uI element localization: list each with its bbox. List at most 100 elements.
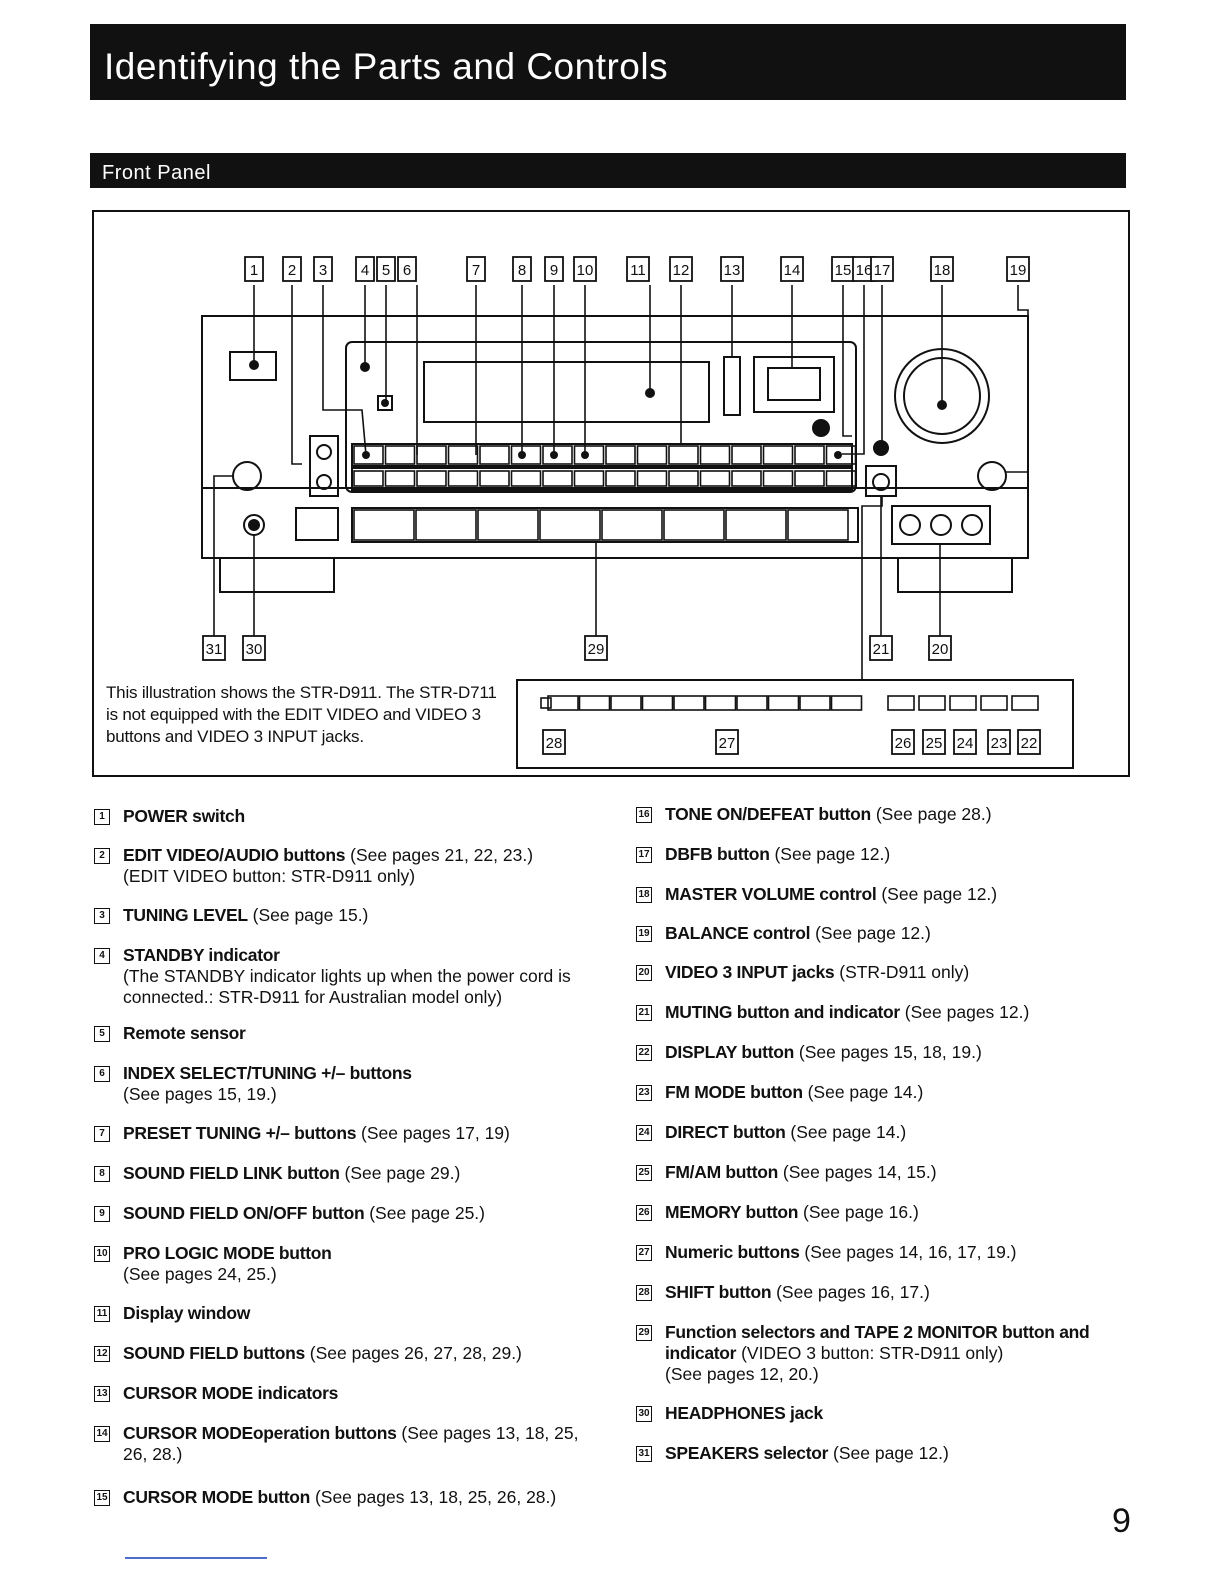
part-number-2: 2: [94, 848, 110, 864]
part-number-7: 7: [94, 1126, 110, 1142]
part-number-28: 28: [636, 1285, 652, 1301]
part-label: Numeric buttons: [665, 1242, 800, 1262]
svg-text:25: 25: [926, 735, 943, 752]
section-title: Front Panel: [102, 162, 211, 184]
part-note: (See pages 24, 25.): [123, 1264, 277, 1284]
callout-28: 28: [542, 729, 566, 755]
callout-8: 8: [512, 256, 532, 282]
part-reference: (See page 14.): [802, 1082, 924, 1102]
part-number-12: 12: [94, 1346, 110, 1362]
page-title-bar: Identifying the Parts and Controls: [90, 24, 1126, 100]
svg-text:26: 26: [895, 735, 912, 752]
part-label: PRO LOGIC MODE button: [123, 1243, 332, 1263]
part-number-9: 9: [94, 1206, 110, 1222]
svg-text:6: 6: [403, 262, 411, 279]
part-number-31: 31: [636, 1446, 652, 1462]
callout-11: 11: [626, 256, 650, 282]
callout-25: 25: [922, 729, 946, 755]
svg-text:4: 4: [361, 262, 369, 279]
part-reference: (See page 16.): [798, 1202, 919, 1222]
part-label: SOUND FIELD ON/OFF button: [123, 1203, 365, 1223]
part-label: SHIFT button: [665, 1282, 772, 1302]
callout-26: 26: [891, 729, 915, 755]
svg-text:28: 28: [546, 735, 563, 752]
callout-31: 31: [202, 635, 226, 661]
part-label: HEADPHONES jack: [665, 1403, 823, 1423]
part-number-5: 5: [94, 1026, 110, 1042]
callout-23: 23: [987, 729, 1011, 755]
part-number-17: 17: [636, 847, 652, 863]
part-number-10: 10: [94, 1246, 110, 1262]
part-note: (EDIT VIDEO button: STR-D911 only): [123, 866, 416, 886]
part-number-22: 22: [636, 1045, 652, 1061]
part-label: SOUND FIELD buttons: [123, 1343, 305, 1363]
svg-text:8: 8: [518, 262, 526, 279]
part-number-11: 11: [94, 1306, 110, 1322]
part-label: SOUND FIELD LINK button: [123, 1163, 340, 1183]
callout-16: 16: [852, 256, 876, 282]
callout-5: 5: [376, 256, 396, 282]
part-number-27: 27: [636, 1245, 652, 1261]
svg-text:21: 21: [873, 641, 890, 658]
part-label: Function selectors and TAPE 2 MONITOR bu…: [665, 1322, 1090, 1363]
part-reference: (See page 12.): [876, 884, 998, 904]
part-number-3: 3: [94, 908, 110, 924]
svg-text:17: 17: [874, 262, 891, 279]
part-number-16: 16: [636, 807, 652, 823]
svg-text:14: 14: [784, 262, 801, 279]
callout-10: 10: [573, 256, 597, 282]
callout-15: 15: [831, 256, 855, 282]
svg-text:27: 27: [719, 735, 736, 752]
part-number-23: 23: [636, 1085, 652, 1101]
part-reference: (See page 28.): [870, 804, 992, 824]
part-label: CURSOR MODE button: [123, 1487, 311, 1507]
part-reference: (See page 12.): [810, 923, 931, 943]
part-reference: (See pages 15, 18, 19.): [794, 1042, 982, 1062]
part-number-18: 18: [636, 887, 652, 903]
part-reference: (See page 12.): [828, 1443, 949, 1463]
svg-text:18: 18: [934, 262, 951, 279]
svg-text:19: 19: [1010, 262, 1027, 279]
part-label: MEMORY button: [665, 1202, 799, 1222]
section-header: Front Panel: [90, 153, 1126, 188]
callout-12: 12: [669, 256, 693, 282]
svg-text:10: 10: [577, 262, 594, 279]
callout-27: 27: [715, 729, 739, 755]
part-reference: (See pages 14, 16, 17, 19.): [799, 1242, 1017, 1262]
callout-29: 29: [584, 635, 608, 661]
part-number-21: 21: [636, 1005, 652, 1021]
callout-14: 14: [780, 256, 804, 282]
part-number-13: 13: [94, 1386, 110, 1402]
part-label: MUTING button and indicator: [665, 1002, 900, 1022]
callout-9: 9: [544, 256, 564, 282]
svg-text:2: 2: [288, 262, 296, 279]
part-number-20: 20: [636, 965, 652, 981]
svg-text:22: 22: [1021, 735, 1038, 752]
button-rows: [353, 445, 1039, 711]
part-reference: (See page 25.): [364, 1203, 485, 1223]
part-reference: (STR-D911 only): [834, 962, 970, 982]
part-label: EDIT VIDEO/AUDIO buttons: [123, 845, 346, 865]
part-reference: (See page 15.): [247, 905, 369, 925]
part-number-4: 4: [94, 948, 110, 964]
callout-1: 1: [244, 256, 264, 282]
part-label: DIRECT button: [665, 1122, 786, 1142]
svg-text:3: 3: [319, 262, 327, 279]
page-title: Identifying the Parts and Controls: [104, 46, 669, 87]
part-label: STANDBY indicator: [123, 945, 280, 965]
callout-13: 13: [720, 256, 744, 282]
part-reference: (See page 12.): [769, 844, 891, 864]
part-label: Remote sensor: [123, 1023, 246, 1043]
callout-3: 3: [313, 256, 333, 282]
part-label: DISPLAY button: [665, 1042, 794, 1062]
svg-text:9: 9: [550, 262, 558, 279]
svg-text:31: 31: [206, 641, 223, 658]
svg-text:29: 29: [588, 641, 605, 658]
part-reference: (See pages 14, 15.): [778, 1162, 937, 1182]
callout-19: 19: [1006, 256, 1030, 282]
svg-text:23: 23: [991, 735, 1008, 752]
callout-17: 17: [870, 256, 894, 282]
part-reference: (See pages 13, 18, 25, 26, 28.): [123, 1423, 579, 1464]
part-note: (See pages 15, 19.): [123, 1084, 277, 1104]
part-number-8: 8: [94, 1166, 110, 1182]
